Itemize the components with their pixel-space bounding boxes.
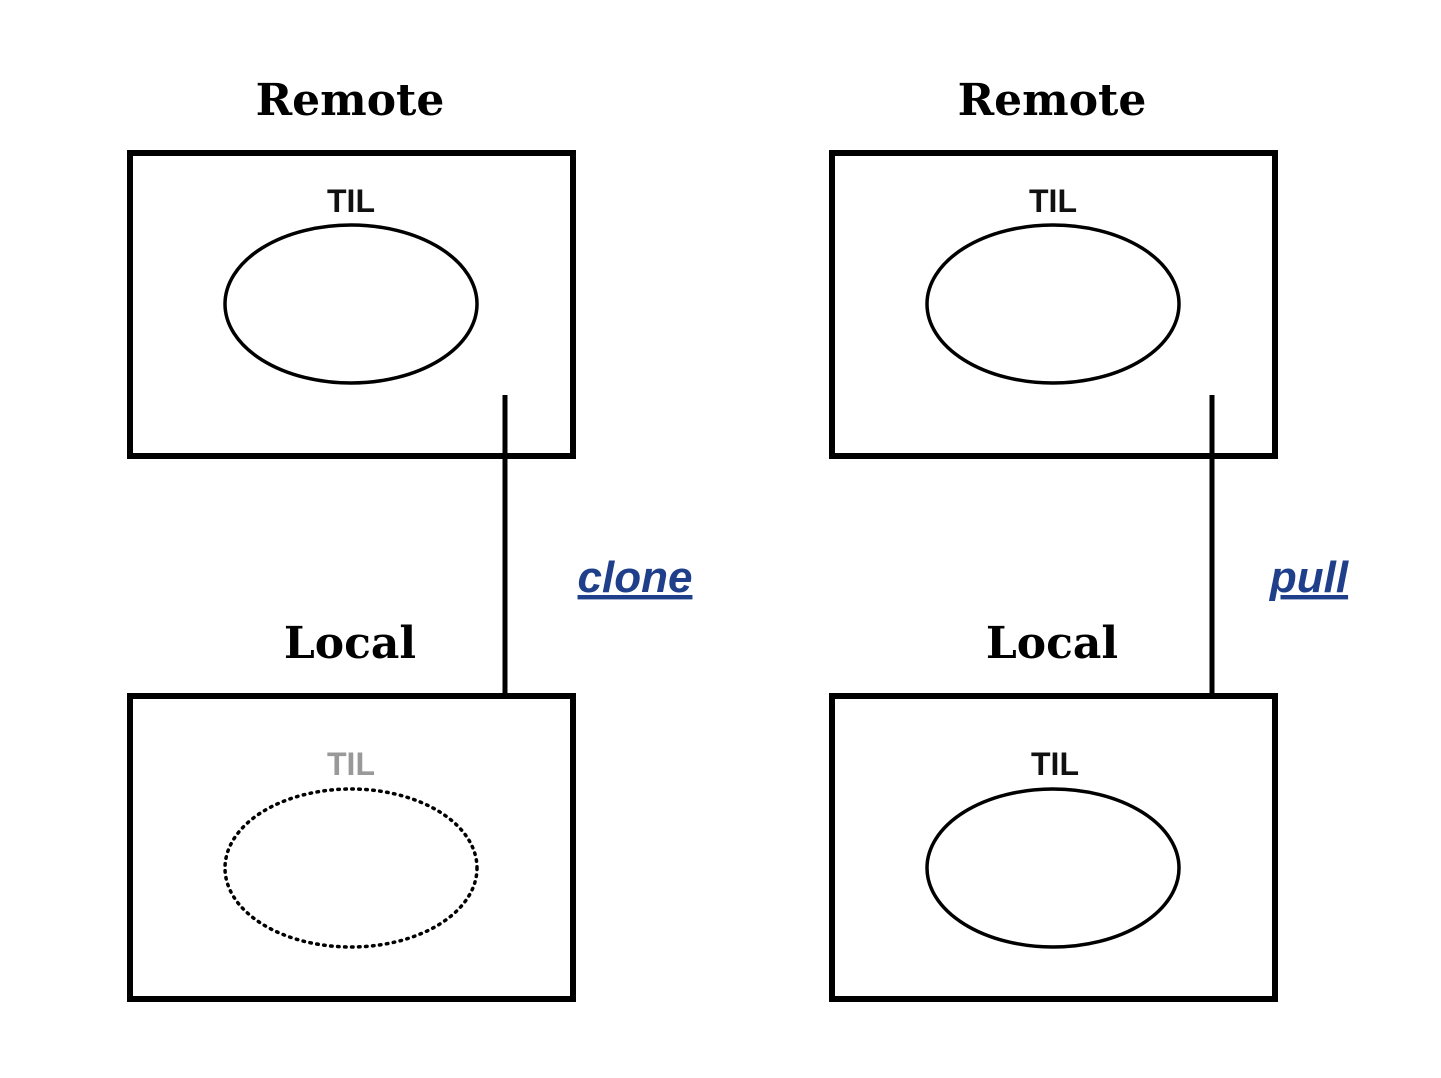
clone-action-label: clone bbox=[578, 553, 693, 602]
pull-action-label: pull bbox=[1269, 553, 1349, 602]
remote-repo-ellipse bbox=[925, 223, 1181, 385]
local-heading: Local bbox=[986, 618, 1118, 669]
remote-repo-label: TIL bbox=[327, 183, 375, 219]
pull-panel: Remote TIL pull Local TIL bbox=[829, 75, 1349, 1002]
remote-heading: Remote bbox=[958, 75, 1147, 126]
remote-heading: Remote bbox=[256, 75, 445, 126]
local-repo-ellipse-missing bbox=[223, 787, 479, 949]
clone-panel: Remote TIL clone Local TIL bbox=[127, 75, 693, 1002]
local-repo-ellipse bbox=[925, 787, 1181, 949]
local-repo-label: TIL bbox=[1031, 746, 1079, 782]
remote-repo-ellipse bbox=[223, 223, 479, 385]
local-repo-label-missing: TIL bbox=[327, 746, 375, 782]
remote-repo-label: TIL bbox=[1029, 183, 1077, 219]
local-heading: Local bbox=[284, 618, 416, 669]
